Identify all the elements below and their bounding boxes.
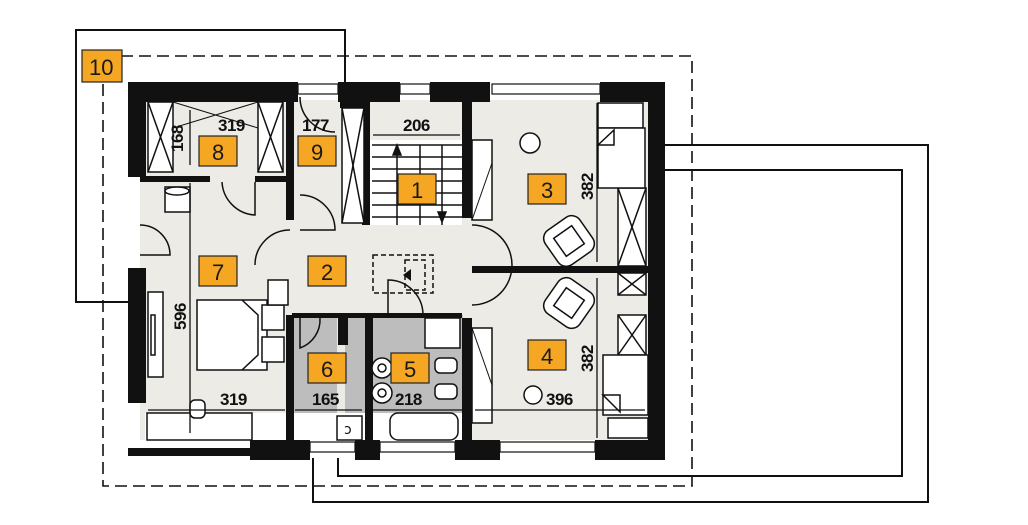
dim-319-bottom: 319	[220, 390, 247, 409]
outer-outlines	[75, 29, 929, 503]
svg-text:2: 2	[321, 260, 333, 285]
dim-165: 165	[312, 390, 339, 409]
roof-dashed-outline	[102, 55, 693, 487]
dim-168: 168	[168, 125, 187, 152]
room-label-3: 3	[527, 173, 567, 205]
furniture: ↄ	[146, 102, 649, 441]
room-label-5: 5	[390, 352, 430, 384]
svg-text:4: 4	[541, 344, 553, 369]
room-label-7: 7	[198, 255, 238, 287]
room-label-8: 8	[198, 135, 238, 167]
walls	[128, 82, 665, 460]
svg-text:10: 10	[89, 55, 113, 80]
dim-177: 177	[302, 116, 329, 135]
room-label-4: 4	[527, 339, 567, 371]
svg-text:3: 3	[541, 178, 553, 203]
dim-319-top: 319	[218, 116, 245, 135]
room-label-6: 6	[307, 352, 347, 384]
svg-text:7: 7	[212, 260, 224, 285]
svg-text:9: 9	[311, 140, 323, 165]
svg-text:6: 6	[321, 357, 333, 382]
dim-218: 218	[395, 390, 422, 409]
dim-596: 596	[171, 303, 190, 330]
svg-text:ↄ: ↄ	[344, 422, 352, 438]
vent-arrow-icon	[403, 269, 411, 281]
svg-text:1: 1	[411, 178, 423, 203]
dim-382-top: 382	[578, 173, 597, 200]
dim-206: 206	[403, 116, 430, 135]
wardrobes	[147, 101, 647, 356]
windows	[297, 83, 601, 453]
dim-396: 396	[546, 390, 573, 409]
svg-text:5: 5	[404, 357, 416, 382]
room-label-1: 1	[397, 173, 437, 205]
room-labels: 1 2 3 4 5 6 7 8 9 10	[81, 49, 567, 384]
room-label-10: 10	[81, 49, 123, 83]
dim-382-bottom: 382	[578, 345, 597, 372]
room-label-9: 9	[297, 135, 337, 167]
dimension-lines	[148, 103, 645, 438]
svg-text:8: 8	[212, 140, 224, 165]
doors	[139, 96, 513, 350]
room-label-2: 2	[307, 255, 347, 287]
